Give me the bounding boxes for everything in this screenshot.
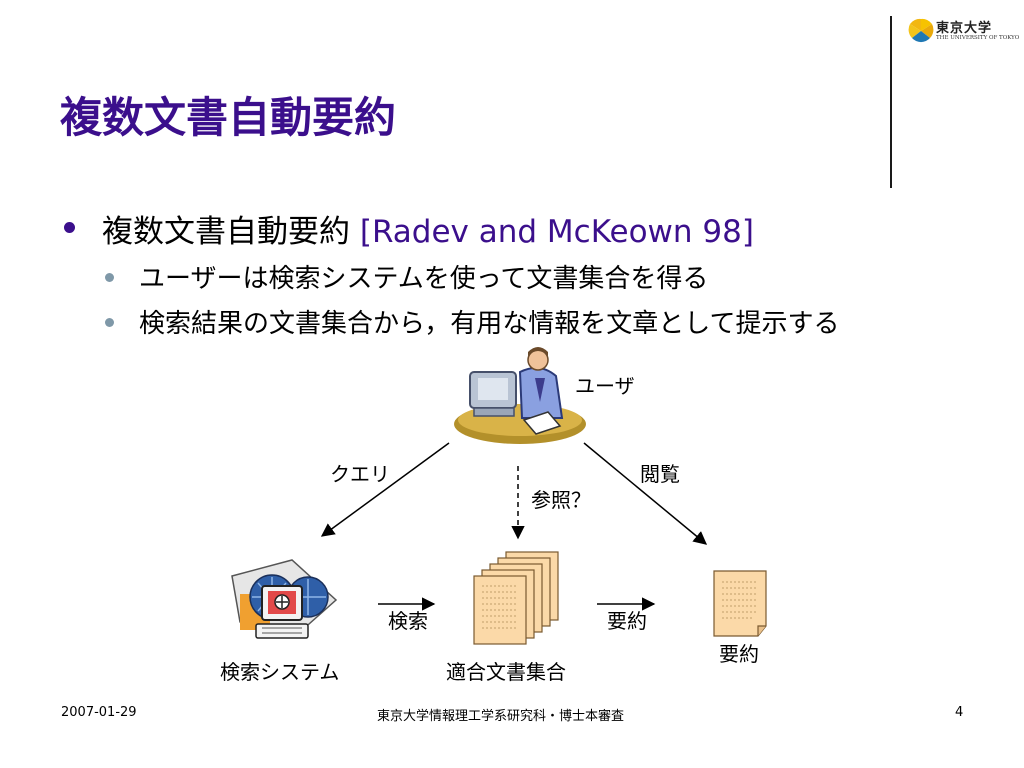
summary-document-icon (713, 570, 767, 637)
sub-bullet-text: ユーザーは検索システムを使って文書集合を得る (139, 264, 709, 294)
user-label: ユーザ (575, 374, 635, 398)
sub-bullet-dot (105, 318, 114, 327)
reference-label: 参照？ (531, 488, 591, 512)
university-logo: 東京大学 THE UNIVERSITY OF TOKYO (906, 16, 1019, 46)
query-arrow (320, 442, 450, 537)
search-label: 検索 (388, 609, 428, 633)
user-at-computer-icon (454, 347, 586, 444)
footer-organization: 東京大学情報理工学系研究科・博士本審査 (377, 709, 625, 724)
browse-label: 閲覧 (640, 462, 680, 486)
sub-bullet-text: 検索結果の文書集合から，有用な情報を文章として提示する (139, 309, 840, 339)
document-stack-icon (473, 551, 559, 645)
slide-title: 複数文書自動要約 (60, 93, 397, 142)
footer-page-number: 4 (955, 705, 964, 720)
search-system-icon (231, 559, 338, 639)
logo-text-english: THE UNIVERSITY OF TOKYO (936, 35, 1020, 41)
query-label: クエリ (330, 462, 390, 486)
summarize-label: 要約 (607, 609, 647, 633)
main-bullet-text: 複数文書自動要約 [Radev and McKeown 98] (102, 206, 754, 251)
browse-arrow (583, 442, 708, 545)
footer-date: 2007-01-29 (61, 705, 137, 720)
bullet-dot (64, 222, 75, 233)
header-divider-line (890, 16, 892, 188)
sub-bullet-dot (105, 273, 114, 282)
main-bullet-label: 複数文書自動要約 (102, 214, 360, 250)
logo-text-japanese: 東京大学 (936, 21, 993, 36)
ginkgo-logo-icon (908, 18, 934, 43)
summary-label: 要約 (719, 642, 759, 666)
relevant-docs-label: 適合文書集合 (446, 660, 566, 684)
search-system-label: 検索システム (220, 660, 339, 684)
citation: [Radev and McKeown 98] (359, 214, 754, 250)
